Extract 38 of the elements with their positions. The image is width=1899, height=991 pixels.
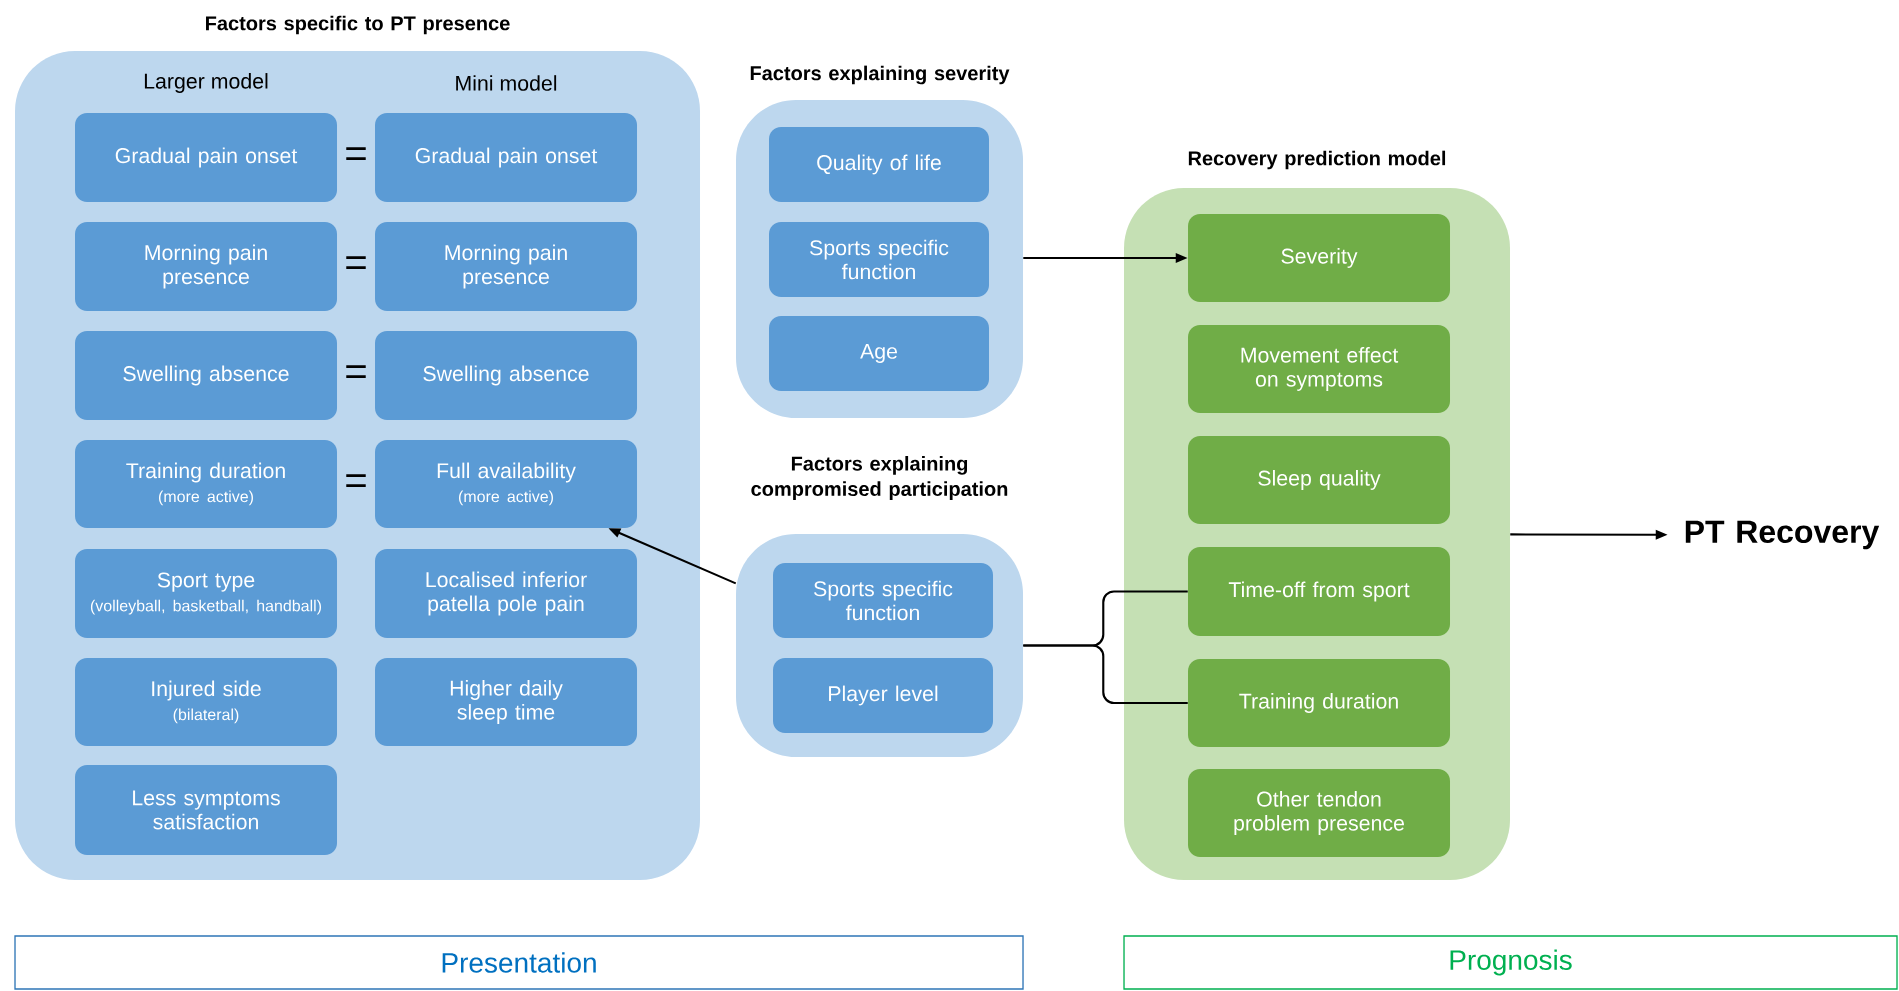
factor-box: Localised inferior patella pole pain [375, 549, 637, 638]
equals-sign: = [346, 365, 366, 379]
factor-box: Gradual pain onset [75, 113, 337, 202]
group-heading: Factors explaining compromised participation [751, 456, 1008, 500]
factor-box: Sport type (volleyball, basketball, handball) [75, 549, 337, 638]
factor-box: Training duration [1188, 659, 1450, 747]
factor-box: Sports specific function [769, 222, 989, 297]
factor-box: Full availability (more active) [375, 440, 637, 528]
bracket-connector [1023, 644, 1188, 705]
factor-box: Less symptoms satisfaction [75, 765, 337, 855]
factor-box: Age [769, 316, 989, 391]
equals-sign: = [346, 147, 366, 161]
column-heading: Mini model [456, 75, 557, 91]
factor-box: Player level [773, 658, 993, 733]
factor-box: Higher daily sleep time [375, 658, 637, 746]
equals-sign: = [346, 256, 366, 270]
factor-box: Morning pain presence [375, 222, 637, 311]
factor-box: Severity [1188, 214, 1450, 302]
factor-box: Sports specific function [773, 563, 993, 638]
section-band: Presentation [14, 935, 1024, 990]
factor-box: Quality of life [769, 127, 989, 202]
section-band: Prognosis [1123, 935, 1898, 990]
factor-box: Swelling absence [75, 331, 337, 420]
factor-box: Gradual pain onset [375, 113, 637, 202]
group-heading: Recovery prediction model [1188, 150, 1446, 170]
factor-box: Sleep quality [1188, 436, 1450, 524]
equals-sign: = [346, 474, 366, 488]
factor-box: Other tendon problem presence [1188, 769, 1450, 857]
factor-box: Time-off from sport [1188, 547, 1450, 636]
factor-box: Swelling absence [375, 331, 637, 420]
outcome-label: PT Recovery [1685, 520, 1880, 550]
factor-box: Training duration (more active) [75, 440, 337, 528]
group-heading: Factors explaining severity [750, 65, 1010, 85]
factor-box: Movement effect on symptoms [1188, 325, 1450, 413]
factor-box: Morning pain presence [75, 222, 337, 311]
column-heading: Larger model [144, 73, 268, 93]
factor-box: Injured side (bilateral) [75, 658, 337, 746]
group-heading: Factors specific to PT presence [206, 15, 510, 35]
